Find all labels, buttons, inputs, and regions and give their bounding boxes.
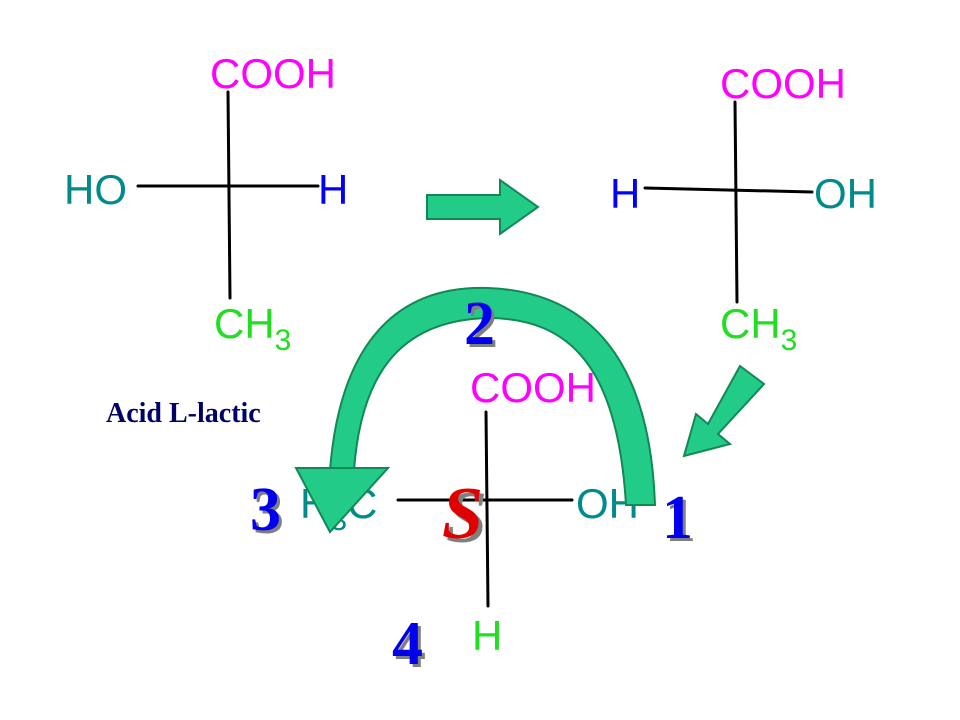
left-fischer-projection: COOH HO H CH3 [64,50,348,357]
conversion-arrow [426,178,540,236]
right-top-group: COOH [720,60,846,107]
center-top-group: COOH [470,364,596,411]
left-left-group: HO [64,166,127,213]
priority-label-4: 4 [395,613,426,681]
left-top-group: COOH [210,50,336,97]
left-bottom-group: CH3 [214,300,291,357]
right-fischer-projection: COOH H OH CH3 [610,60,877,357]
left-right-group: H [318,166,348,213]
right-left-group: H [610,170,640,217]
priority-labels: 1 1 2 2 3 3 4 4 [250,290,696,681]
right-bottom-subscript: 3 [781,324,798,357]
caption-label: Acid L-lactic [106,398,261,429]
priority-label-4-fg: 4 [392,610,423,678]
priority-label-2-fg: 2 [464,290,495,358]
rotation-arrow-head [294,467,391,534]
priority-label-1: 1 [665,487,696,555]
diagonal-arrow [682,364,766,458]
right-vertical-bond [733,100,739,304]
priority-label-3-fg: 3 [250,476,281,544]
priority-label-1-fg: 1 [662,484,693,552]
right-right-group: OH [814,170,877,217]
chirality-s-label: S [442,473,483,555]
chirality-indicator: S S [442,473,487,559]
chirality-s-shadow: S [446,477,487,559]
right-horizontal-bond [643,186,814,194]
right-bottom-group: CH3 [720,300,797,357]
priority-label-2: 2 [467,293,498,361]
rotation-arrow [294,286,657,534]
priority-label-3: 3 [253,479,284,547]
center-bottom-group: H [472,612,502,659]
left-bottom-subscript: 3 [275,324,292,357]
center-vertical-bond [484,410,490,608]
left-vertical-bond [226,90,232,300]
